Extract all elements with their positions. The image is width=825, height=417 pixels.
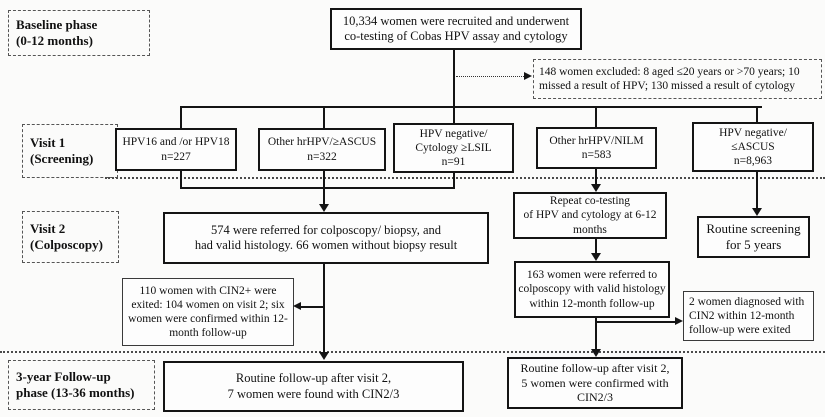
arrowhead-referred163 bbox=[591, 253, 601, 261]
box-cin2-exited-2: 2 women diagnosed with CIN2 within 12-mo… bbox=[683, 291, 814, 341]
arrowhead-colposcopy bbox=[319, 204, 329, 212]
box-hpv-neg-ascus: HPV negative/ ≤ASCUS n=8,963 bbox=[692, 122, 814, 172]
phase-label-followup: 3-year Follow-up phase (13-36 months) bbox=[8, 360, 155, 410]
box-followup-7: Routine follow-up after visit 2, 7 women… bbox=[163, 361, 464, 412]
box-repeat-cotesting: Repeat co-testing of HPV and cytology at… bbox=[513, 192, 667, 239]
box-routine-screening: Routine screening for 5 years bbox=[697, 216, 810, 258]
arrowhead-excluded bbox=[524, 72, 532, 80]
box-excluded: 148 women excluded: 8 aged ≤20 years or … bbox=[533, 59, 822, 99]
box-other-hrhpv-ascus: Other hrHPV/≥ASCUS n=322 bbox=[258, 128, 386, 171]
box-colposcopy: 574 were referred for colposcopy/ biopsy… bbox=[163, 212, 489, 264]
arrowhead-repeat bbox=[591, 184, 601, 192]
connector-to-repeat bbox=[595, 169, 597, 185]
connector-drop-3 bbox=[453, 106, 455, 124]
box-cin2-exited-110: 110 women with CIN2+ were exited: 104 wo… bbox=[122, 278, 294, 346]
arrowhead-exited2 bbox=[675, 317, 683, 325]
connector-merge-3 bbox=[453, 173, 455, 188]
connector-drop-4 bbox=[595, 106, 597, 127]
box-referred-163: 163 women were referred to colposcopy wi… bbox=[514, 261, 670, 318]
connector-branch-exited110 bbox=[300, 306, 325, 308]
arrowhead-followup5 bbox=[591, 349, 601, 357]
connector-branch-exited2 bbox=[595, 321, 676, 323]
connector-drop-1 bbox=[180, 106, 182, 128]
connector-to-colposcopy bbox=[323, 187, 325, 205]
connector-distribution bbox=[180, 106, 762, 108]
connector-merge-1 bbox=[180, 171, 182, 188]
connector-excluded-dotted bbox=[456, 76, 524, 77]
phase-label-baseline: Baseline phase (0-12 months) bbox=[8, 10, 150, 56]
arrowhead-followup7 bbox=[319, 352, 329, 360]
connector-merge-2 bbox=[323, 171, 325, 188]
connector-to-routine bbox=[756, 172, 758, 209]
connector-drop-5 bbox=[756, 106, 758, 122]
connector-recruited-down bbox=[453, 50, 455, 108]
box-hpv-neg-lsil: HPV negative/ Cytology ≥LSIL n=91 bbox=[393, 123, 514, 173]
connector-to-followup5 bbox=[595, 318, 597, 350]
connector-to-referred163 bbox=[595, 239, 597, 254]
arrowhead-routine bbox=[752, 208, 762, 216]
arrowhead-exited110 bbox=[293, 302, 301, 310]
connector-merge-horizontal bbox=[180, 187, 455, 189]
phase-label-visit2: Visit 2 (Colposcopy) bbox=[22, 211, 119, 263]
box-recruited: 10,334 women were recruited and underwen… bbox=[330, 8, 582, 50]
phase-separator-2 bbox=[0, 351, 825, 353]
box-other-hrhpv-nilm: Other hrHPV/NILM n=583 bbox=[536, 127, 657, 169]
connector-drop-2 bbox=[323, 106, 325, 128]
connector-to-followup7 bbox=[323, 264, 325, 353]
box-followup-5: Routine follow-up after visit 2, 5 women… bbox=[507, 357, 683, 409]
phase-separator-1 bbox=[105, 177, 825, 179]
box-hpv16-18: HPV16 and /or HPV18 n=227 bbox=[115, 128, 237, 171]
phase-label-visit1: Visit 1 (Screening) bbox=[22, 124, 118, 178]
